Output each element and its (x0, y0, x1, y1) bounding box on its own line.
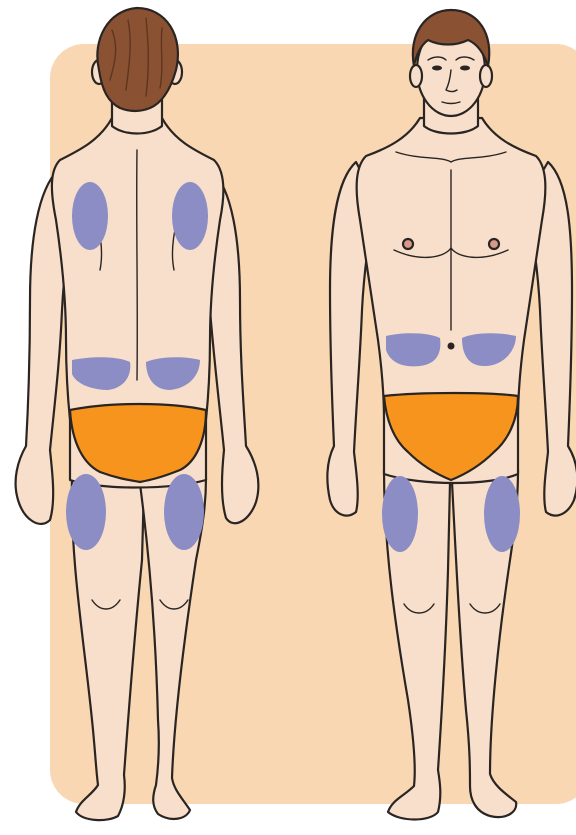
left-nipple (403, 239, 413, 249)
navel (448, 343, 455, 350)
left-eye (432, 66, 442, 71)
injection-site-front-thigh-right (484, 476, 520, 552)
injection-site-back-upper-arm-left (72, 182, 108, 250)
back-hair (97, 8, 178, 111)
right-eye (460, 66, 470, 71)
right-nipple (489, 239, 499, 249)
injection-site-back-thigh-left (66, 474, 106, 550)
injection-site-back-upper-arm-right (172, 182, 208, 250)
injection-site-front-thigh-left (382, 476, 418, 552)
front-left-ear (410, 65, 422, 87)
injection-site-back-thigh-right (164, 474, 204, 550)
front-right-ear (480, 65, 492, 87)
back-spine-line (137, 150, 138, 380)
